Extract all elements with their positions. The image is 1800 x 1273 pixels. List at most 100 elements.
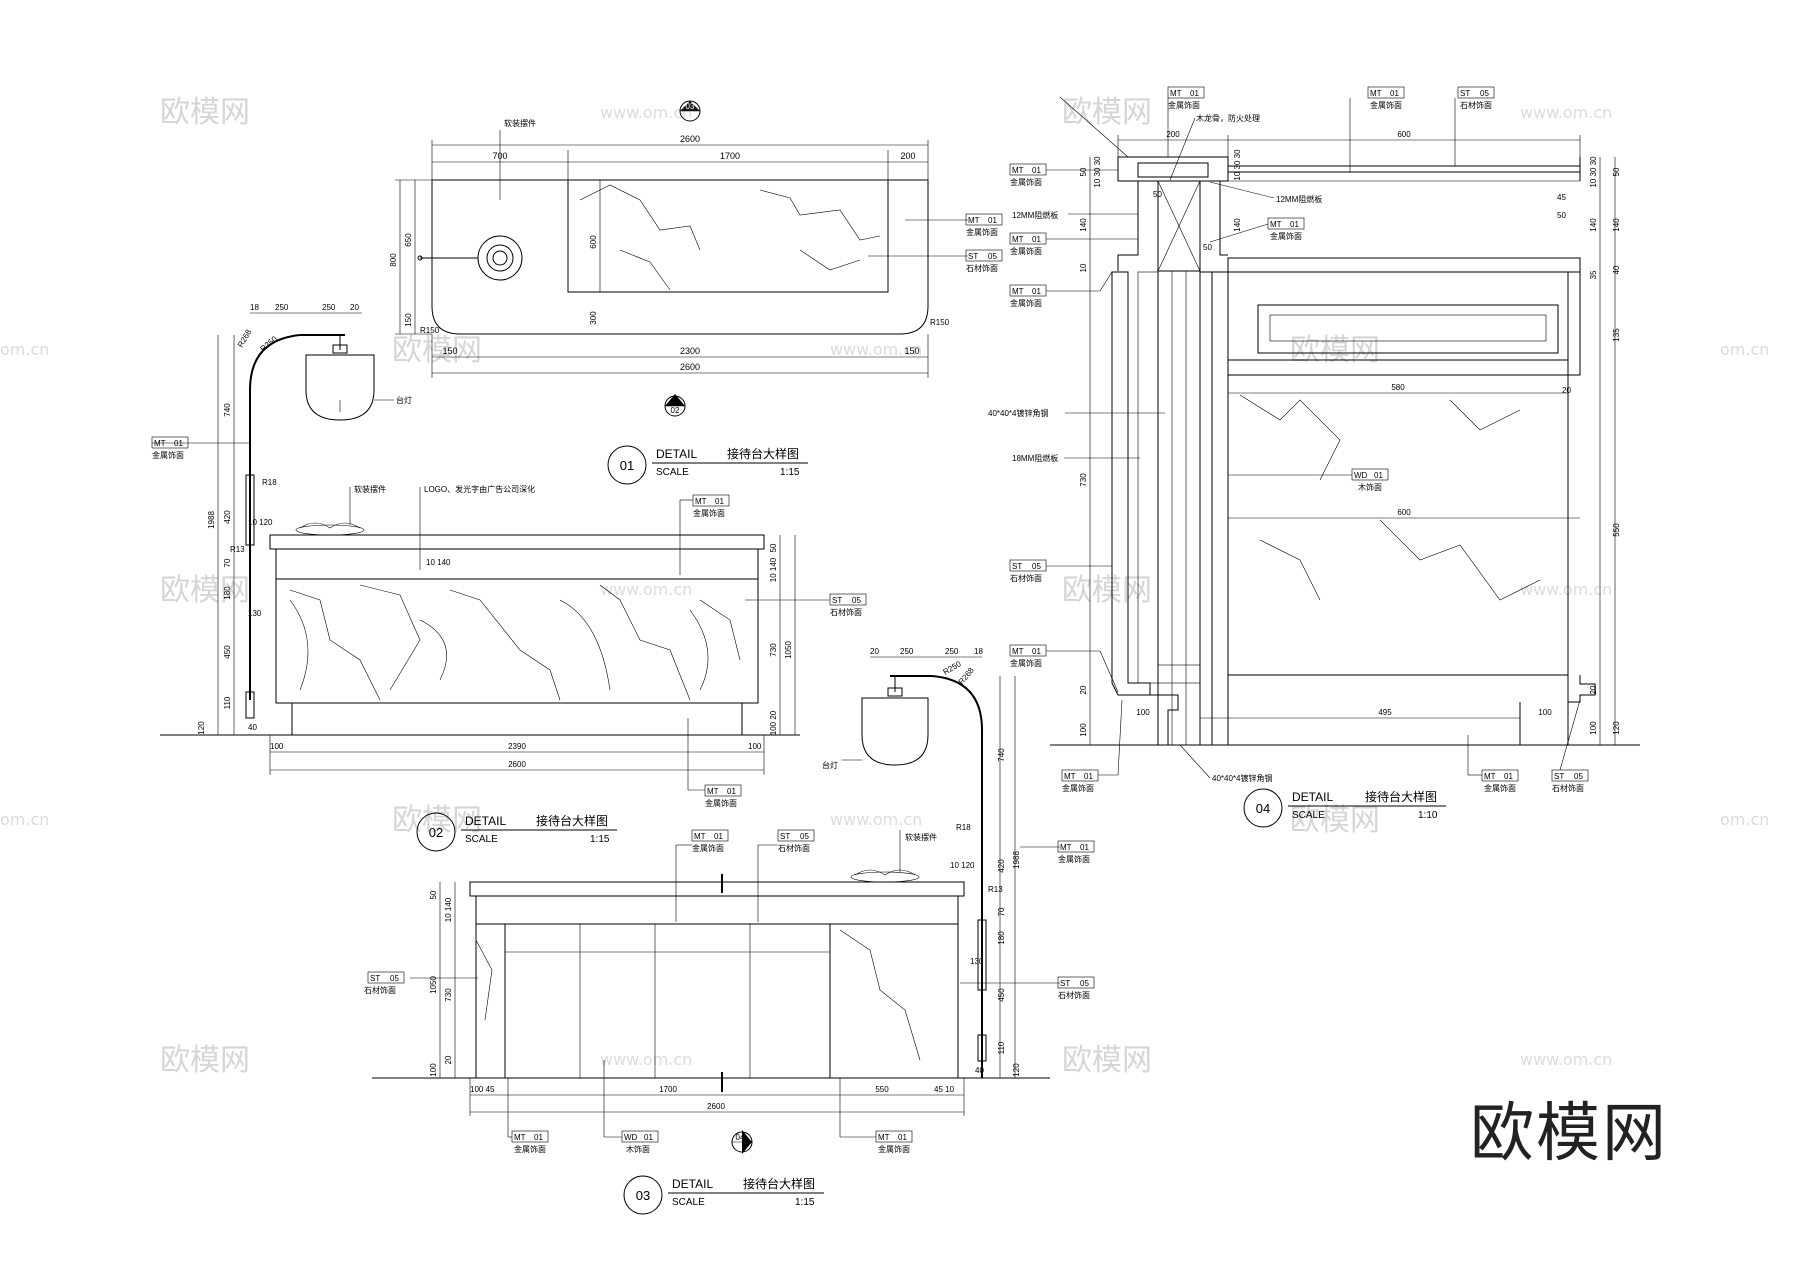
dim: 200 bbox=[900, 151, 915, 161]
tag-code: MT bbox=[694, 832, 706, 841]
dim: 110 bbox=[223, 696, 232, 709]
detail-num: 01 bbox=[620, 458, 634, 473]
watermark-url: www.om.cn bbox=[830, 810, 922, 829]
dim: 10 120 bbox=[950, 861, 975, 870]
dim: 300 bbox=[589, 311, 598, 325]
dim: 20 bbox=[870, 647, 879, 656]
tag-label: 金属饰面 bbox=[878, 1144, 910, 1154]
dim: 420 bbox=[997, 859, 1006, 873]
dim: 550 bbox=[875, 1085, 889, 1094]
tag-mt01: MT 01 金属饰面 bbox=[1367, 86, 1405, 110]
tag-mt01: MT 01 金属饰面 bbox=[1167, 86, 1205, 110]
tag-label: 金属饰面 bbox=[1370, 100, 1402, 110]
tag-num: 01 bbox=[174, 439, 183, 448]
dim: 50 bbox=[429, 890, 438, 899]
dim: 10 30 30 bbox=[1233, 149, 1242, 181]
note-soft-decor: 软装摆件 bbox=[504, 118, 536, 128]
dim: 40 bbox=[248, 723, 257, 732]
detail-title-02: 02 DETAIL 接待台大样图 SCALE 1:15 bbox=[416, 812, 617, 852]
tag-label: 金属饰面 bbox=[1062, 783, 1094, 793]
tag-label: 石材饰面 bbox=[778, 843, 810, 853]
tag-label: 金属饰面 bbox=[692, 843, 724, 853]
tag-mt01: MT 01 金属饰面 bbox=[511, 1130, 549, 1154]
watermark-url: om.cn bbox=[0, 340, 49, 359]
tag-code: MT bbox=[154, 439, 166, 448]
tag-code: ST bbox=[1060, 979, 1070, 988]
tag-label: 金属饰面 bbox=[1058, 854, 1090, 864]
dim: 120 bbox=[197, 721, 206, 735]
tag-code: ST bbox=[968, 252, 978, 261]
scale-value: 1:15 bbox=[590, 834, 610, 845]
dim: 50 bbox=[769, 543, 778, 552]
dim: 600 bbox=[589, 235, 598, 249]
dim: 100 bbox=[429, 1063, 438, 1077]
dim: 10 30 30 bbox=[1093, 156, 1102, 188]
detail-title: 接待台大样图 bbox=[743, 1176, 815, 1191]
dim: 40 bbox=[975, 1066, 984, 1075]
tag-num: 01 bbox=[1084, 772, 1093, 781]
dim: 2300 bbox=[680, 346, 700, 356]
dim: 50 bbox=[1153, 190, 1162, 199]
tag-label: 石材饰面 bbox=[966, 263, 998, 273]
watermark: 欧模网 bbox=[1290, 333, 1380, 368]
dim: 50 bbox=[1557, 211, 1566, 220]
dim: 250 bbox=[900, 647, 914, 656]
detail-title-04: 04 DETAIL 接待台大样图 SCALE 1:10 bbox=[1243, 788, 1446, 828]
tag-mt01: MT 01 金属饰面 bbox=[1057, 840, 1095, 864]
dim: 420 bbox=[223, 510, 232, 524]
tag-num: 01 bbox=[1080, 843, 1089, 852]
dim: 250 bbox=[322, 303, 336, 312]
dim: 100 bbox=[1538, 708, 1552, 717]
radius-note: R18 bbox=[956, 823, 971, 832]
tag-mt01: MT 01 金属饰面 bbox=[1009, 163, 1047, 187]
note-board12: 12MM阻燃板 bbox=[1012, 210, 1058, 220]
watermark-url: om.cn bbox=[1720, 810, 1769, 829]
scale-value: 1:15 bbox=[795, 1197, 815, 1208]
scale-word: SCALE bbox=[672, 1197, 705, 1208]
tag-code: MT bbox=[514, 1133, 526, 1142]
dim: 10 bbox=[1079, 263, 1088, 272]
dim: 120 bbox=[1612, 721, 1621, 735]
marker-label: 02 bbox=[671, 406, 680, 415]
dim: 600 bbox=[1397, 130, 1411, 139]
dim: 2600 bbox=[680, 134, 700, 144]
detail-title-01: 01 DETAIL 接待台大样图 SCALE 1:15 bbox=[607, 445, 808, 485]
radius-note: R150 bbox=[930, 318, 950, 327]
tag-num: 01 bbox=[1290, 220, 1299, 229]
tag-code: MT bbox=[1012, 647, 1024, 656]
tag-num: 01 bbox=[1390, 89, 1399, 98]
dim: 730 bbox=[444, 988, 453, 1002]
tag-st05: ST 05 石材饰面 bbox=[1457, 86, 1495, 110]
tag-num: 05 bbox=[800, 832, 809, 841]
dim: 100 bbox=[1079, 723, 1088, 737]
tag-num: 05 bbox=[1080, 979, 1089, 988]
tag-code: ST bbox=[1554, 772, 1564, 781]
dim: 70 bbox=[223, 558, 232, 567]
tag-mt01: MT 01 金属饰面 bbox=[704, 784, 742, 808]
dim: 45 bbox=[1557, 193, 1566, 202]
tag-code: MT bbox=[1060, 843, 1072, 852]
watermark: 欧模网 bbox=[160, 95, 250, 130]
dim: 150 bbox=[904, 346, 919, 356]
watermark: 欧模网 bbox=[1062, 95, 1152, 130]
tag-label: 石材饰面 bbox=[1058, 990, 1090, 1000]
tag-label: 金属饰面 bbox=[705, 798, 737, 808]
detail-title: 接待台大样图 bbox=[1365, 789, 1437, 804]
radius-note: R250 bbox=[259, 334, 280, 354]
tag-label: 金属饰面 bbox=[1270, 231, 1302, 241]
radius-note: R268 bbox=[236, 327, 254, 349]
tag-mt01: MT 01 金属饰面 bbox=[1267, 217, 1305, 241]
dim: 50 bbox=[1612, 167, 1621, 176]
dim: 10 140 bbox=[444, 897, 453, 922]
tag-mt01: MT 01 金属饰面 bbox=[1009, 644, 1047, 668]
tag-mt01: MT 01 金属饰面 bbox=[692, 494, 730, 518]
brand-logo: 欧模网 bbox=[1470, 1097, 1668, 1171]
dim: 495 bbox=[1378, 708, 1392, 717]
tag-code: ST bbox=[1460, 89, 1470, 98]
tag-num: 01 bbox=[727, 787, 736, 796]
dim: 18 bbox=[974, 647, 983, 656]
dim: 100 20 bbox=[769, 710, 778, 735]
tag-num: 01 bbox=[644, 1133, 653, 1142]
tag-st05: ST 05 石材饰面 bbox=[829, 593, 867, 617]
dim: 650 bbox=[404, 233, 413, 247]
